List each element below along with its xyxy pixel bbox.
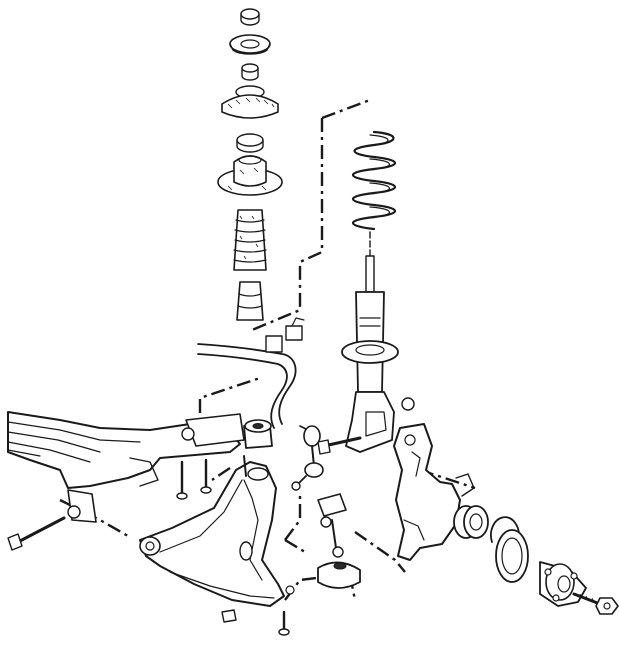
bump-stop xyxy=(236,281,264,321)
strut-top-nut xyxy=(240,8,260,26)
control-arm xyxy=(139,461,285,607)
wheel-hub xyxy=(495,529,602,607)
ball-joint xyxy=(317,493,361,589)
control-arm-bushing xyxy=(139,419,273,556)
subframe xyxy=(7,411,245,523)
dust-boot xyxy=(233,209,267,271)
steering-knuckle xyxy=(393,423,475,561)
wheel-bearing xyxy=(453,505,489,539)
strut-mount-washer xyxy=(229,34,271,55)
strut-damper xyxy=(317,231,419,455)
hub-nut xyxy=(595,597,619,615)
mounting-bolts xyxy=(7,455,295,636)
spring-seat xyxy=(217,155,283,196)
bump-stop-cup xyxy=(236,133,264,153)
upper-strut-mount xyxy=(221,85,279,119)
coil-spring xyxy=(351,130,397,231)
stabilizer-bar xyxy=(197,317,305,429)
stabilizer-link xyxy=(291,425,324,491)
strut-bearing-nut xyxy=(241,63,259,81)
